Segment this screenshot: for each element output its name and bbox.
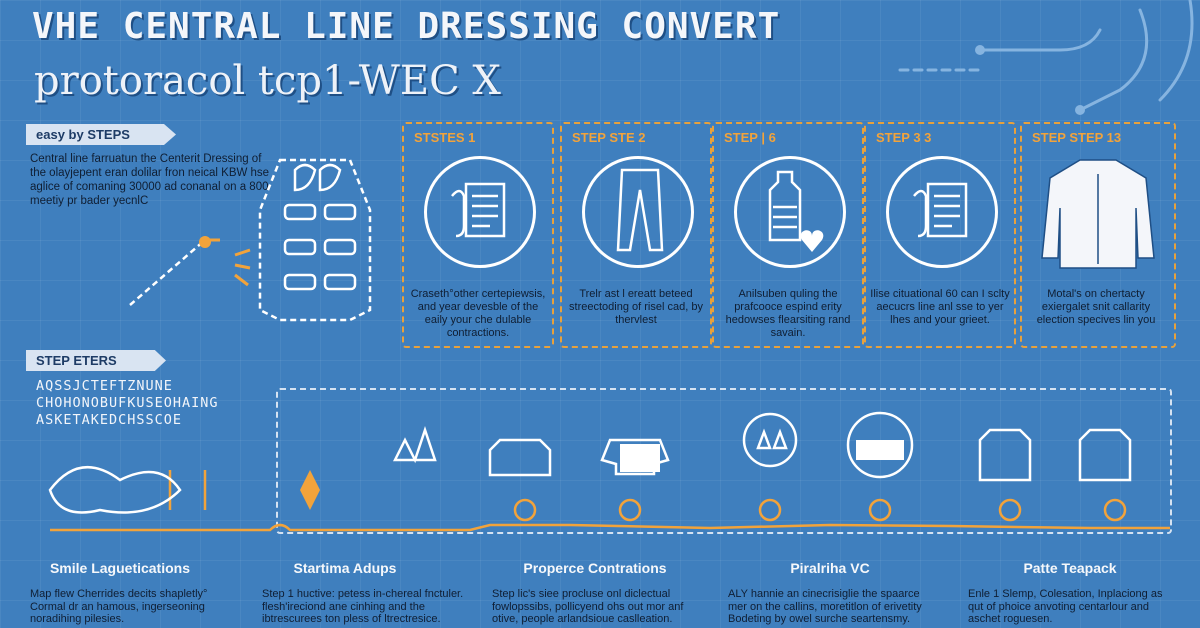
section-tag-step-eters: STEP ETERS [26,350,166,371]
bottom-column-title: Smile Laguetications [49,560,191,576]
alphabet-line: AQSSJCTEFTZNUNE [36,378,173,394]
clipboard-icon [451,182,506,238]
alphabet-line: CHOHONOBUFKUSEOHAING [36,395,219,411]
page-subtitle: protoracol tcp1-WEC X [34,58,501,104]
step-label: STEP 3 3 [876,130,932,145]
page-title: VHE CENTRAL LINE DRESSING CONVERT [32,6,781,47]
alphabet-block: AQSSJCTEFTZNUNE CHOHONOBUFKUSEOHAING ASK… [36,378,266,429]
step-label: STEP STEP 13 [1032,130,1122,145]
bottom-column-title: Startima Adups [293,560,397,576]
step-text: Craseth°other certepiewsis, and year dev… [410,288,546,339]
bottom-column-text: Map flew Cherrides decits shapletly° Cor… [30,588,208,625]
bottom-column-text: Step lic's siee procluse onl diclectual … [492,588,684,625]
process-panel [276,388,1172,534]
step-circle [734,156,846,268]
step-circle [424,156,536,268]
section-tag-easy: easy by STEPS [26,124,176,145]
decorative-circuit-lines [898,0,1194,115]
step-text: Ilise cituational 60 can I sclty aecucrs… [870,288,1010,326]
alphabet-line: ASKETAKEDCHSSCOE [36,412,183,428]
step-label: STEP | 6 [724,130,776,145]
bottom-column-text: ALY hannie an cinecrisiglie the spaarce … [728,588,922,625]
step-circle [886,156,998,268]
step-circle [582,156,694,268]
intro-text: Central line farruatun the Centerit Dres… [30,153,270,207]
step-card-2: STEP STE 2 Trelr ast l ereatt beteed str… [560,122,712,348]
step-label: STEP STE 2 [572,130,646,145]
step-label: STSTES 1 [414,130,476,145]
step-text: Anilsuben quling the prafcooce espind er… [725,288,851,339]
step-text: Trelr ast l ereatt beteed streectoding o… [569,288,703,326]
bottom-column-title: Properce Contrations [523,560,667,576]
step-card-5: STEP STEP 13 Motal's on chertacty exierg… [1020,122,1176,348]
bottom-column-title: Piralriha VC [790,560,870,576]
process-flow-illustration [48,411,1170,532]
bottom-column-text: Step 1 huctive: petess in-chereal fnctul… [262,588,464,625]
bottle-heart-icon [768,170,824,252]
clipboard-icon [913,182,968,238]
step-card-1: STSTES 1 Craseth°other certepiewsis, and… [402,122,554,348]
dressing-kit-icon [129,158,372,322]
step-card-4: STEP 3 3 Ilise cituational 60 can I sclt… [864,122,1016,348]
bottom-column-text: Enle 1 Slemp, Colesation, Inplaciong as … [968,588,1163,625]
lab-coat-icon [1041,159,1155,269]
step-text: Motal's on chertacty exiergalet snit cal… [1036,288,1156,326]
trousers-icon [616,168,664,252]
bottom-column-title: Patte Teapack [1023,560,1117,576]
step-card-3: STEP | 6 Anilsuben quling the prafcooce … [712,122,864,348]
